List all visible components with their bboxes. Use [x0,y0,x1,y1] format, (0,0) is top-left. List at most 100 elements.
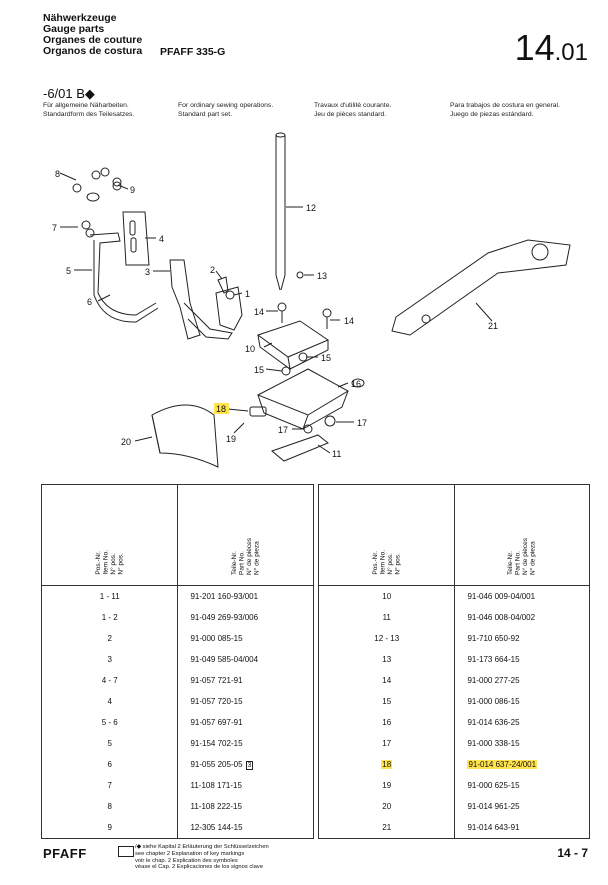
part-number: 91-000 277-25 [467,676,520,685]
part-number: 91-000 625-15 [467,781,520,790]
item-number-cell: 10 [317,585,456,607]
part-number: 11-108 171-15 [190,781,242,790]
table-row: 3 91-049 585-04/004 [40,649,314,670]
table-row: 16 91-014 636-25 [317,712,590,733]
part-number: 91-055 205-05 [190,759,243,769]
part-number-cell: 11-108 222-15 [177,796,314,817]
diagram-label: 6 [87,297,92,307]
item-number: 21 [382,823,392,832]
version-code: -6/01 B◆ [43,86,95,101]
parts-table-right: Pos.-Nr.Item No.N° pos.N° pos. Teile-Nr.… [317,484,590,839]
diagram-label: 15 [321,353,331,363]
item-number: 14 [382,676,392,685]
pfaff-logo: PFAFF [43,846,87,861]
item-number: 13 [382,655,392,664]
note-marker: 3 [245,760,254,770]
part-number: 91-201 160-93/001 [190,592,259,601]
item-number-cell: 19 [317,775,456,796]
item-number-cell: 1 - 11 [40,585,179,607]
diagram-label: 5 [66,266,71,276]
diagram-label: 20 [121,437,131,447]
title-es: Organos de costura [43,45,143,57]
item-number-cell: 12 - 13 [317,628,456,649]
part-number: 91-046 009-04/001 [467,592,536,601]
part-number-cell: 91-057 721-91 [177,670,314,691]
item-number: 8 [107,802,112,811]
part-number: 91-057 721-91 [190,676,243,685]
diagram-label: 19 [226,434,236,444]
pos-column-header: Pos.-Nr.Item No.N° pos.N° pos. [40,484,179,586]
part-number: 91-057 697-91 [190,718,243,727]
item-number-cell: 14 [317,670,456,691]
diagram-label: 8 [55,169,60,179]
part-number: 91-057 720-15 [190,697,243,706]
table-row: 10 91-046 009-04/001 [317,585,590,607]
item-number-cell: 13 [317,649,456,670]
part-number-cell: 91-000 086-15 [454,691,590,712]
part-number-cell: 91-173 664-15 [454,649,590,670]
title-en: Gauge parts [43,23,105,35]
item-number: 6 [107,760,112,769]
model-name: PFAFF 335-G [160,46,226,58]
description-en: For ordinary sewing operations. Standard… [178,102,274,118]
table-row: 4 91-057 720-15 [40,691,314,712]
part-number: 91-014 637-24/001 [467,760,538,769]
item-number-cell: 17 [317,733,456,754]
part-number: 12-305 144-15 [190,823,243,832]
part-number: 91-014 636-25 [467,718,520,727]
description-fr: Travaux d'utilité courante. Jeu de pièce… [314,102,392,118]
table-header-row: Pos.-Nr.Item No.N° pos.N° pos. Teile-Nr.… [40,484,314,586]
table-row: 19 91-000 625-15 [317,775,590,796]
diagram-label: 16 [351,379,361,389]
part-number-cell: 91-710 650-92 [454,628,590,649]
part-number: 91-049 585-04/004 [190,655,259,664]
item-number-cell: 2 [40,628,179,649]
part-number: 91-154 702-15 [190,739,243,748]
diagram-label: 17 [278,425,288,435]
item-number: 9 [107,823,112,832]
diagram-label: 3 [145,267,150,277]
part-number-cell: 91-046 009-04/001 [454,585,590,607]
item-number-cell: 7 [40,775,179,796]
item-number-cell: 1 - 2 [40,607,179,628]
item-number: 4 [107,697,112,706]
part-number-cell: 91-057 697-91 [177,712,314,733]
part-number: 91-046 008-04/002 [467,613,536,622]
item-number-cell: 18 [317,754,456,775]
part-number-cell: 91-000 277-25 [454,670,590,691]
part-number-cell: 91-201 160-93/001 [177,585,314,607]
item-number: 1 - 11 [99,592,120,601]
item-number: 1 - 2 [101,613,118,622]
table-row: 7 11-108 171-15 [40,775,314,796]
diagram-label: 21 [488,321,498,331]
diagram-label: 9 [130,185,135,195]
item-number: 17 [382,739,392,748]
item-number: 11 [382,613,391,622]
part-number-cell: 91-014 636-25 [454,712,590,733]
item-number-cell: 3 [40,649,179,670]
item-number-cell: 6 [40,754,179,775]
item-number: 3 [107,655,112,664]
table-row: 8 11-108 222-15 [40,796,314,817]
diagram-label: 13 [317,271,327,281]
item-number: 15 [382,697,392,706]
item-number-cell: 5 [40,733,179,754]
pos-column-header: Pos.-Nr.Item No.N° pos.N° pos. [317,484,456,586]
diagram-label: 2 [210,265,215,275]
diagram-label: 10 [245,344,255,354]
item-number: 7 [107,781,112,790]
exploded-parts-diagram: 8 9 7 4 5 6 3 2 1 12 13 14 14 10 15 15 1… [52,132,571,468]
part-number-cell: 12-305 144-15 [177,817,314,839]
item-number-cell: 9 [40,817,179,839]
footer-note: /◆ siehe Kapital 2 Erläuterung der Schlü… [135,844,269,871]
item-number: 16 [382,718,392,727]
item-number-cell: 4 - 7 [40,670,179,691]
part-number-cell: 91-014 637-24/001 [454,754,590,775]
